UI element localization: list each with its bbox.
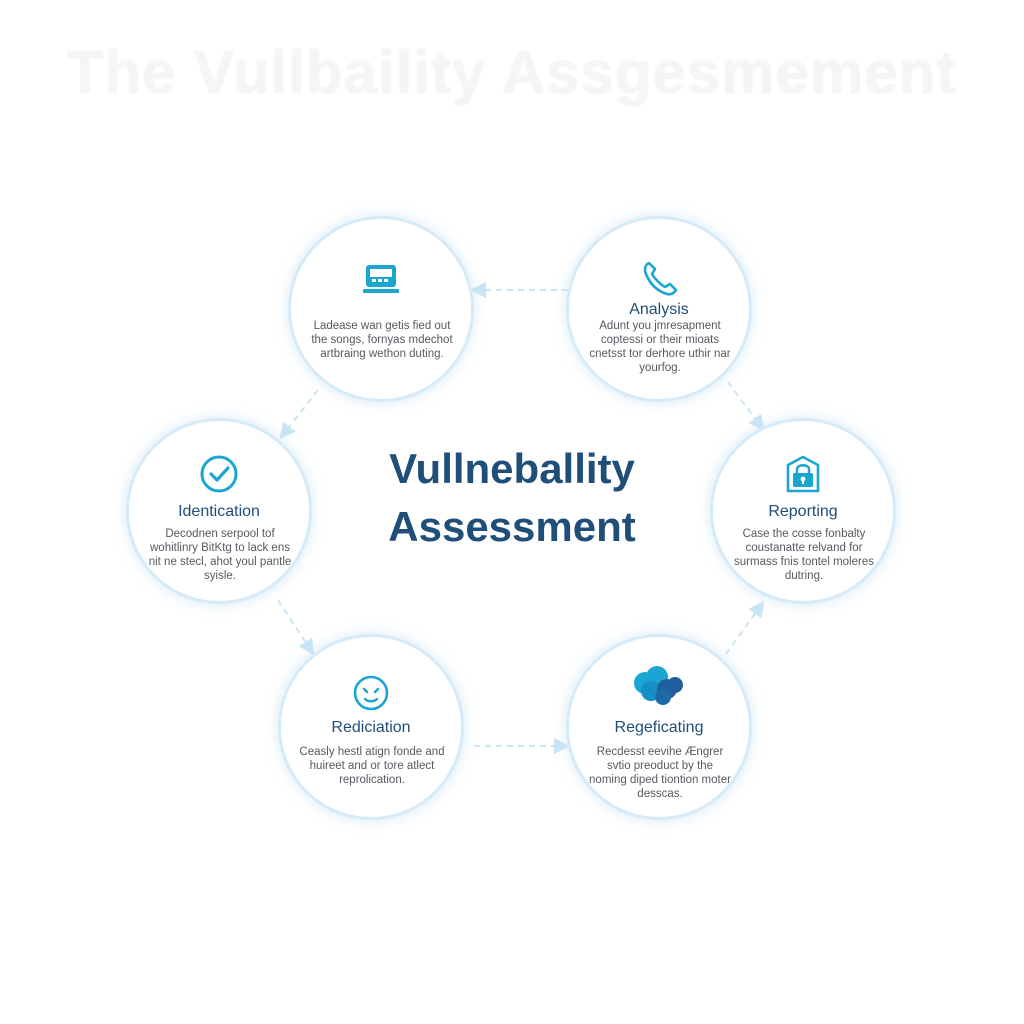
connector-analysis-to-reporting [727,381,765,432]
laptop-icon [361,263,401,304]
step-node-rediciation[interactable]: Rediciation Ceasly hestl atign fonde and… [278,634,464,820]
step-node-top-left[interactable]: Ladease wan getis fied out the songs, fo… [288,216,474,402]
connector-identification-to-rediciation [277,599,315,656]
central-title: Vullneballity Assessment [312,440,712,556]
lock-shield-icon [783,455,823,500]
step-label: Rediciation [331,719,411,736]
step-node-identication[interactable]: Identication Decodnen serpool tof wohitl… [126,418,312,604]
step-description: Ceasly hestl atign fonde and huireet and… [299,746,445,786]
connector-top-left-to-identification [279,389,319,440]
step-node-regeficating[interactable]: Regeficating Recdesst eevihe Ængrer svti… [566,634,752,820]
central-title-line-1: Vullneballity [389,445,635,492]
step-node-analysis[interactable]: Analysis Adunt you jmresapment coptessi … [566,216,752,402]
step-label: Regeficating [614,719,704,736]
step-description: Adunt you jmresapment coptessi or their … [589,320,731,374]
step-description: Recdesst eevihe Ængrer svtio preoduct by… [589,746,731,800]
step-node-reporting[interactable]: Reporting Case the cosse fonbalty cousta… [710,418,896,604]
connector-regeficating-to-reporting [725,600,765,655]
checkmark-icon [198,453,240,500]
phone-icon [639,259,679,304]
step-label: Analysis [629,301,689,318]
step-label: Reporting [768,503,838,520]
step-description: Case the cosse fonbalty coustanatte relv… [734,528,874,582]
cloud-blob-icon [631,663,687,714]
face-icon [351,673,391,718]
step-description: Decodnen serpool tof wohitlinry BitKtg t… [148,528,292,582]
step-label: Identication [178,503,260,520]
faded-title: The Vullbaility Assgesmement [66,39,958,106]
central-title-line-2: Assessment [388,503,636,550]
step-description: Ladease wan getis fied out the songs, fo… [311,320,453,360]
